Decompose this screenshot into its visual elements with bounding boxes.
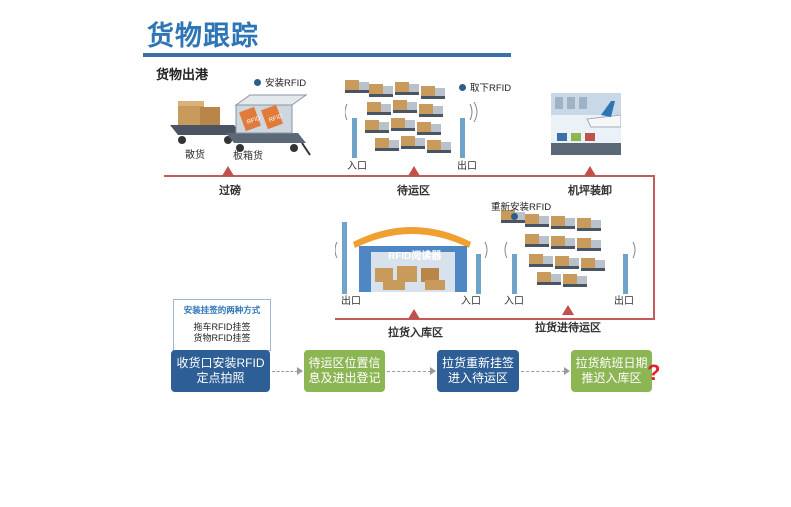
flow-arrow <box>387 371 431 372</box>
loose-cargo-label: 散货 <box>185 150 205 161</box>
station-label-warehouse: 拉货入库区 <box>388 327 443 339</box>
warehouse-illustration <box>335 222 488 294</box>
entrance-label-top: 入口 <box>347 161 367 172</box>
step-waiting-register: 待运区位置信息及进出登记 <box>304 350 385 392</box>
weighing-carts-illustration: RFID RFID <box>170 94 311 156</box>
flow-arrow <box>521 371 565 372</box>
question-mark: ? <box>647 360 661 385</box>
marker-dot <box>459 83 466 91</box>
waiting-area-illustration <box>345 80 478 158</box>
entrance-label-warehouse: 入口 <box>461 296 481 307</box>
station-marker-warehouse <box>408 309 420 319</box>
svg-text:RFID: RFID <box>268 113 284 124</box>
top-flow-line <box>164 175 655 177</box>
exit-label-top: 出口 <box>457 161 477 172</box>
exit-label-warehouse: 出口 <box>341 296 361 307</box>
tag-method-item: 拖车RFID挂签 <box>193 322 251 332</box>
remove-rfid-label: 取下RFID <box>459 80 511 94</box>
station-marker-apron <box>584 166 596 176</box>
reinstall-rfid-label: 重新安装RFID <box>491 202 552 213</box>
tag-method-item: 货物RFID挂签 <box>193 333 251 343</box>
arrow-head-icon <box>564 367 570 375</box>
station-label-rewaiting: 拉货进待运区 <box>535 322 601 334</box>
arrow-head-icon <box>430 367 436 375</box>
station-label-weighing: 过磅 <box>219 185 241 197</box>
entrance-label-bottom: 入口 <box>504 296 524 307</box>
apron-loading-illustration <box>551 93 621 155</box>
station-label-apron: 机坪装卸 <box>568 185 612 197</box>
tag-methods-box: 安装挂签的两种方式 拖车RFID挂签 货物RFID挂签 <box>173 299 271 351</box>
station-marker-rewaiting <box>562 305 574 315</box>
station-marker-waiting <box>408 166 420 176</box>
station-label-waiting: 待运区 <box>397 185 430 197</box>
section-subtitle: 货物出港 <box>156 67 209 82</box>
rfid-reader-label: RFID阅读器 <box>388 251 442 262</box>
arrow-head-icon <box>297 367 303 375</box>
marker-dot <box>254 78 261 86</box>
exit-label-bottom: 出口 <box>614 296 634 307</box>
page-title: 货物跟踪 <box>147 21 259 51</box>
right-connector-line <box>653 175 655 320</box>
tag-methods-title: 安装挂签的两种方式 <box>183 305 261 315</box>
station-marker-weighing <box>222 166 234 176</box>
svg-text:RFID: RFID <box>246 115 262 126</box>
bottom-flow-line <box>335 318 655 320</box>
step-retag: 拉货重新挂签进入待运区 <box>437 350 519 392</box>
pallet-cargo-label: 板箱货 <box>233 151 263 162</box>
title-underline <box>143 53 511 57</box>
step-delayed-warehouse: 拉货航班日期推迟入库区 <box>571 350 652 392</box>
flow-arrow <box>272 371 298 372</box>
marker-dot <box>511 213 518 220</box>
re-waiting-area-illustration <box>501 210 636 294</box>
install-rfid-label: 安装RFID <box>254 75 306 89</box>
